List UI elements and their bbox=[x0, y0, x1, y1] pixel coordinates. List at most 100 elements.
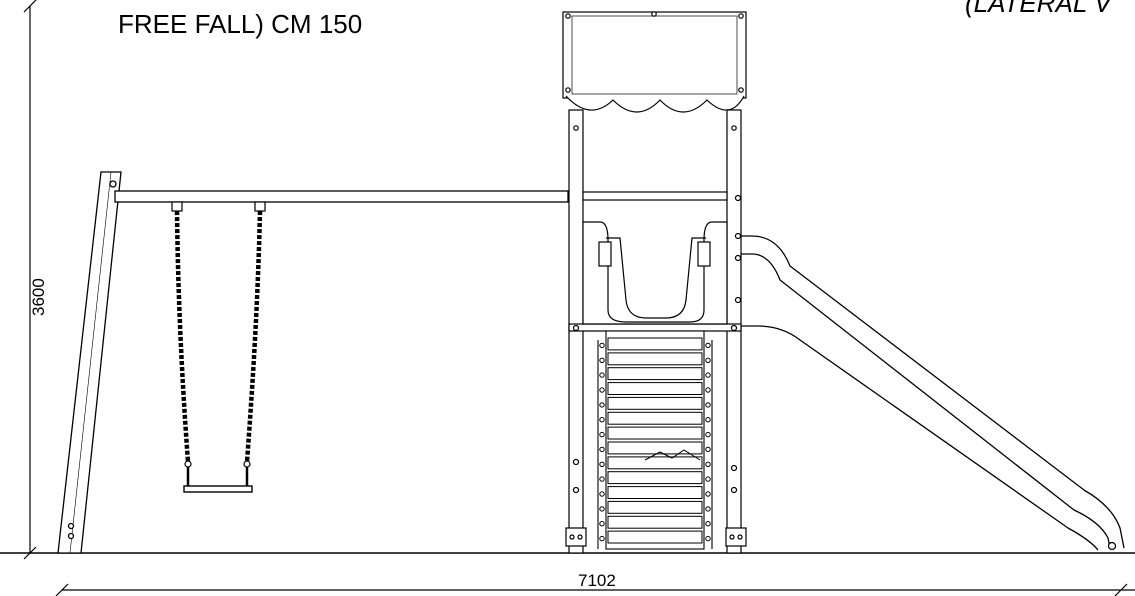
climbing-wall-bolt bbox=[705, 461, 711, 467]
swing-chain-right bbox=[244, 210, 263, 463]
swing-hanger-left bbox=[171, 201, 183, 212]
climbing-wall-rung bbox=[607, 515, 703, 529]
climbing-wall-bolt bbox=[705, 491, 711, 497]
tower-side-wall bbox=[582, 221, 728, 325]
climbing-wall-bolt bbox=[599, 372, 605, 378]
climbing-wall-rung bbox=[607, 456, 703, 470]
swing-leg-inner-edge bbox=[69, 171, 112, 554]
tower-deck-beam bbox=[568, 323, 742, 332]
swing-chain-clip-left bbox=[184, 460, 192, 468]
climbing-wall-bolt bbox=[599, 506, 605, 512]
base-bolt bbox=[737, 534, 743, 540]
climbing-wall-bolt bbox=[599, 342, 605, 349]
climbing-wall-rung bbox=[607, 382, 703, 396]
climbing-wall-bolt bbox=[599, 357, 605, 363]
swing-leg-bolt-top bbox=[109, 180, 117, 188]
free-fall-label: FREE FALL) CM 150 bbox=[118, 9, 362, 39]
climbing-wall-rung bbox=[607, 441, 703, 455]
climbing-wall-bolt bbox=[599, 431, 605, 438]
climbing-wall-bolt bbox=[599, 402, 605, 408]
tower-handle-right bbox=[697, 241, 711, 267]
swing-chain-clip-right bbox=[243, 460, 251, 468]
climbing-hold bbox=[644, 449, 701, 461]
post-bolt bbox=[573, 125, 579, 131]
height-dimension-tick-top bbox=[23, 0, 37, 13]
climbing-wall-rungs bbox=[599, 337, 711, 544]
slide-end-bolt bbox=[1107, 541, 1117, 551]
tower-roof-scallop bbox=[565, 95, 745, 113]
climbing-wall-bolt bbox=[705, 535, 711, 542]
tower bbox=[562, 11, 747, 554]
climbing-wall-rung bbox=[607, 411, 703, 425]
climbing-wall-bolt bbox=[599, 446, 605, 453]
swing-leg-bolt-bottom-2 bbox=[67, 532, 75, 540]
tower-base-bracket-left bbox=[565, 527, 587, 547]
climbing-wall-bolt bbox=[705, 342, 711, 349]
width-dimension-tick-right bbox=[1114, 583, 1128, 596]
post-bolt bbox=[734, 254, 742, 262]
post-bolt bbox=[734, 232, 742, 240]
climbing-wall-rung bbox=[607, 396, 703, 410]
tower-handle-left bbox=[598, 241, 612, 267]
post-bolt bbox=[730, 464, 738, 472]
swing-seat bbox=[183, 485, 253, 493]
base-bolt bbox=[569, 534, 575, 540]
tower-roof-panel bbox=[562, 11, 747, 99]
swing-leg bbox=[57, 171, 122, 554]
climbing-wall-bolt bbox=[599, 535, 605, 542]
climbing-wall-bolt bbox=[705, 372, 711, 378]
climbing-wall-rung bbox=[607, 337, 703, 351]
roof-bolt bbox=[651, 11, 657, 17]
slide-inner-edge bbox=[741, 253, 1111, 549]
climbing-wall-rung bbox=[607, 500, 703, 514]
swing-leg-bolt-bottom-1 bbox=[67, 522, 75, 530]
width-dimension-label: 7102 bbox=[578, 571, 616, 590]
width-dimension bbox=[55, 583, 1135, 596]
post-bolt bbox=[572, 486, 580, 494]
climbing-wall-bolt bbox=[705, 431, 711, 438]
climbing-wall-bolt bbox=[599, 387, 605, 393]
width-dimension-tick-left bbox=[55, 583, 69, 596]
lateral-view-label: (LATERAL V bbox=[965, 0, 1114, 18]
post-bolt bbox=[731, 125, 737, 131]
slide-upper-edge bbox=[741, 235, 1125, 549]
climbing-wall-bolt bbox=[705, 387, 711, 393]
base-bolt bbox=[729, 534, 735, 540]
climbing-wall-rung bbox=[607, 426, 703, 440]
post-bolt bbox=[730, 486, 738, 494]
climbing-wall-bolt bbox=[705, 521, 711, 527]
tower-handle-frame bbox=[606, 237, 706, 319]
climbing-wall-bolt bbox=[705, 476, 711, 482]
climbing-wall bbox=[597, 330, 713, 550]
tower-base-bracket-right bbox=[725, 527, 747, 547]
roof-bolt bbox=[738, 13, 744, 19]
climbing-wall-bolt bbox=[705, 402, 711, 408]
swing-frame bbox=[57, 171, 569, 554]
base-bolt bbox=[577, 534, 583, 540]
climbing-wall-bolt bbox=[705, 506, 711, 512]
post-bolt bbox=[730, 324, 738, 332]
climbing-wall-bolt bbox=[705, 446, 711, 453]
climbing-wall-rung bbox=[607, 530, 703, 544]
climbing-wall-bolt bbox=[705, 417, 711, 423]
climbing-wall-bolt bbox=[599, 461, 605, 467]
swing-hanger-right bbox=[254, 201, 266, 212]
roof-bolt bbox=[565, 87, 571, 93]
post-bolt bbox=[572, 458, 580, 466]
climbing-wall-rung bbox=[607, 486, 703, 500]
roof-bolt bbox=[738, 87, 744, 93]
climbing-wall-rung bbox=[607, 367, 703, 381]
post-bolt bbox=[572, 324, 580, 332]
swing-chain-left bbox=[174, 210, 191, 463]
swing-top-beam bbox=[114, 190, 569, 203]
slide bbox=[741, 235, 1125, 551]
swing-assembly bbox=[171, 201, 266, 493]
climbing-wall-bolt bbox=[599, 491, 605, 497]
climbing-wall-bolt bbox=[599, 476, 605, 482]
slide-lower-edge bbox=[741, 325, 1099, 551]
post-bolt bbox=[734, 296, 742, 304]
climbing-wall-bolt bbox=[705, 357, 711, 363]
climbing-wall-rung bbox=[607, 471, 703, 485]
climbing-wall-rung bbox=[607, 352, 703, 366]
